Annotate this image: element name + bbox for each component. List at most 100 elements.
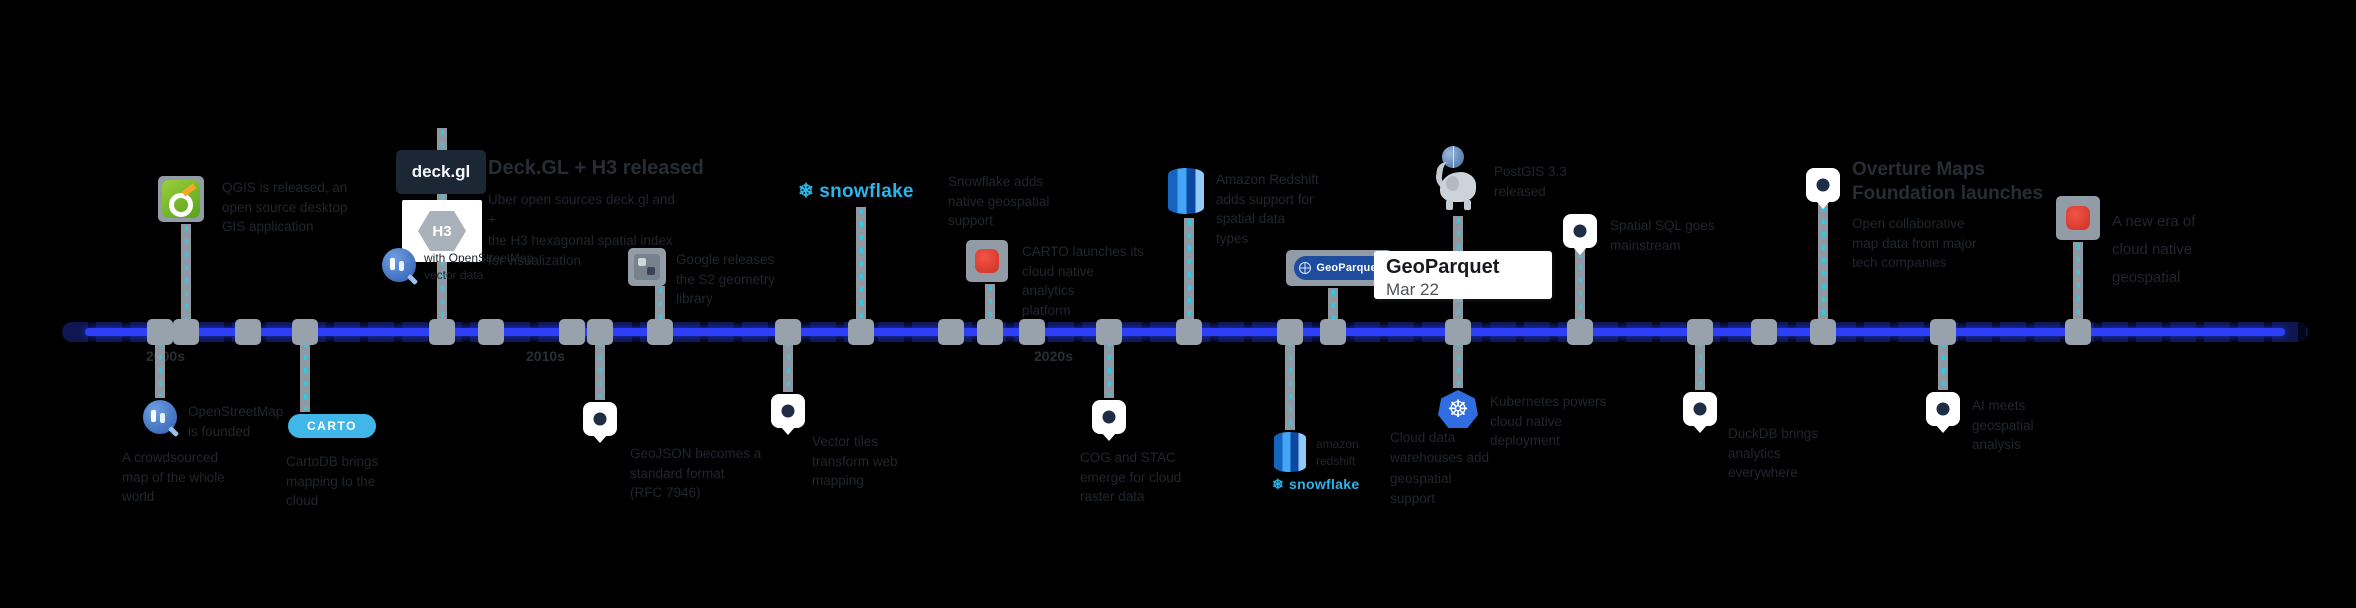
timeline-dot[interactable]: [2065, 319, 2091, 345]
timeline-dot[interactable]: [1096, 319, 1122, 345]
carto-badge[interactable]: CARTO: [288, 414, 376, 438]
event-text-warehouses: Cloud data warehouses add geospatial sup…: [1390, 430, 1490, 506]
stem: [1285, 340, 1295, 430]
milestone-pin-icon[interactable]: [1092, 400, 1126, 434]
event-text-kubernetes: Kubernetes powers cloud native deploymen…: [1490, 394, 1607, 449]
kubernetes-logo-icon[interactable]: ☸: [1438, 390, 1478, 428]
timeline-dot[interactable]: [559, 319, 585, 345]
event-label-warehouses: amazon redshift: [1316, 437, 1359, 469]
stem: [2073, 242, 2083, 330]
snowflake-icon: ❄: [1272, 476, 1285, 492]
timeline-dot[interactable]: [1320, 319, 1346, 345]
era-label-2020s: 2020s: [1034, 348, 1073, 364]
tooltip-date: Mar 22: [1386, 280, 1439, 299]
timeline-dot[interactable]: [173, 319, 199, 345]
event-text-deckgl-note: with OpenStreetMap vector data: [424, 251, 534, 283]
stem: [1453, 340, 1463, 388]
snowflake-wordmark: snowflake: [819, 181, 914, 202]
snowflake-icon: ❄: [798, 181, 815, 202]
timeline-dot[interactable]: [775, 319, 801, 345]
globe-icon: [1299, 262, 1312, 274]
stem: [1938, 340, 1948, 390]
kubernetes-wheel-glyph: ☸: [1447, 395, 1469, 423]
event-text-deckgl: Uber open sources deck.gl and + the H3 h…: [488, 192, 675, 268]
stem: [1575, 250, 1585, 330]
milestone-pin-icon[interactable]: [1926, 392, 1960, 426]
event-text-vector-tiles: Vector tiles transform web mapping: [812, 434, 898, 489]
tooltip: GeoParquet Mar 22: [1374, 251, 1552, 299]
qgis-logo-icon[interactable]: [162, 180, 200, 218]
stem: [300, 340, 310, 412]
stem: [856, 207, 866, 330]
timeline-dot[interactable]: [1810, 319, 1836, 345]
stem: [1328, 288, 1338, 330]
h3-logo[interactable]: H3: [402, 200, 482, 262]
milestone-pin-icon[interactable]: [583, 402, 617, 436]
timeline-dot[interactable]: [1567, 319, 1593, 345]
postgis-elephant-icon[interactable]: [1426, 146, 1482, 214]
timeline-dot[interactable]: [1687, 319, 1713, 345]
milestone-pin-icon[interactable]: [771, 394, 805, 428]
stem: [985, 284, 995, 330]
stem: [655, 286, 665, 330]
timeline-dot[interactable]: [938, 319, 964, 345]
carto-red-logo-icon[interactable]: [975, 249, 999, 273]
stem: [1695, 340, 1705, 390]
event-text-overture: Open collaborative map data from major t…: [1852, 216, 1977, 271]
event-text-ai: AI meets geospatial analysis: [1972, 398, 2034, 453]
stem: [595, 340, 605, 400]
redshift-logo-icon[interactable]: [1168, 168, 1204, 214]
timeline-dot[interactable]: [1445, 319, 1471, 345]
milestone-pin-icon[interactable]: [1563, 214, 1597, 248]
event-text-postgis: PostGIS 3.3 released: [1494, 164, 1567, 199]
timeline-dot[interactable]: [587, 319, 613, 345]
milestone-pin-icon[interactable]: [1683, 392, 1717, 426]
timeline-dot[interactable]: [1751, 319, 1777, 345]
stem: [155, 340, 165, 398]
stem: [783, 340, 793, 392]
timeline-dot[interactable]: [292, 319, 318, 345]
event-text-osm: A crowdsourced map of the whole world: [122, 450, 225, 505]
snowflake-wordmark: snowflake: [1289, 476, 1360, 492]
event-text-qgis: QGIS is released, an open source desktop…: [222, 180, 348, 235]
event-text-snowflake: Snowflake adds native geospatial support: [948, 174, 1050, 229]
timeline-dot[interactable]: [1019, 319, 1045, 345]
event-text-cog-stac: COG and STAC emerge for cloud raster dat…: [1080, 450, 1182, 505]
event-text-geojson: GeoJSON becomes a standard format (RFC 7…: [630, 446, 762, 501]
event-text-cloud-native: A new era of cloud native geospatial: [2112, 213, 2196, 286]
event-text-carto-cloud: CARTO launches its cloud native analytic…: [1022, 244, 1144, 318]
timeline-dot[interactable]: [647, 319, 673, 345]
timeline-dot[interactable]: [848, 319, 874, 345]
timeline-dot[interactable]: [977, 319, 1003, 345]
timeline-dot[interactable]: [429, 319, 455, 345]
tooltip-title: GeoParquet: [1386, 256, 1500, 278]
geoparquet-badge[interactable]: GeoParquet: [1294, 256, 1386, 280]
openstreetmap-icon[interactable]: [143, 400, 180, 438]
stem: [1184, 218, 1194, 330]
timeline-dot[interactable]: [1277, 319, 1303, 345]
stem: [181, 224, 191, 330]
openstreetmap-icon[interactable]: [382, 248, 419, 286]
h3-hexagon-icon: H3: [418, 211, 466, 251]
redshift-logo-icon[interactable]: [1274, 432, 1306, 472]
deckgl-logo[interactable]: deck.gl: [396, 150, 486, 194]
milestone-pin-icon[interactable]: [1806, 168, 1840, 202]
event-text-duckdb: DuckDB brings analytics everywhere: [1728, 426, 1819, 481]
snowflake-logo[interactable]: ❄snowflake: [798, 180, 914, 203]
timeline-dot[interactable]: [235, 319, 261, 345]
s2-logo-icon[interactable]: [634, 254, 660, 280]
timeline-dot[interactable]: [1930, 319, 1956, 345]
timeline-dot[interactable]: [1176, 319, 1202, 345]
snowflake-logo[interactable]: ❄snowflake: [1272, 476, 1359, 493]
event-title-deckgl: Deck.GL + H3 released: [488, 157, 704, 179]
era-label-2010s: 2010s: [526, 348, 565, 364]
event-text-redshift: Amazon Redshift adds support for spatial…: [1216, 172, 1319, 246]
event-label-osm: OpenStreetMap is founded: [188, 404, 284, 439]
timeline-dot[interactable]: [478, 319, 504, 345]
red-logo-icon[interactable]: [2066, 206, 2090, 230]
timeline-dot[interactable]: [147, 319, 173, 345]
event-text-s2: Google releases the S2 geometry library: [676, 252, 776, 307]
era-label-2000s: 2000s: [146, 348, 185, 364]
event-text-cartodb: CartoDB brings mapping to the cloud: [286, 454, 379, 509]
